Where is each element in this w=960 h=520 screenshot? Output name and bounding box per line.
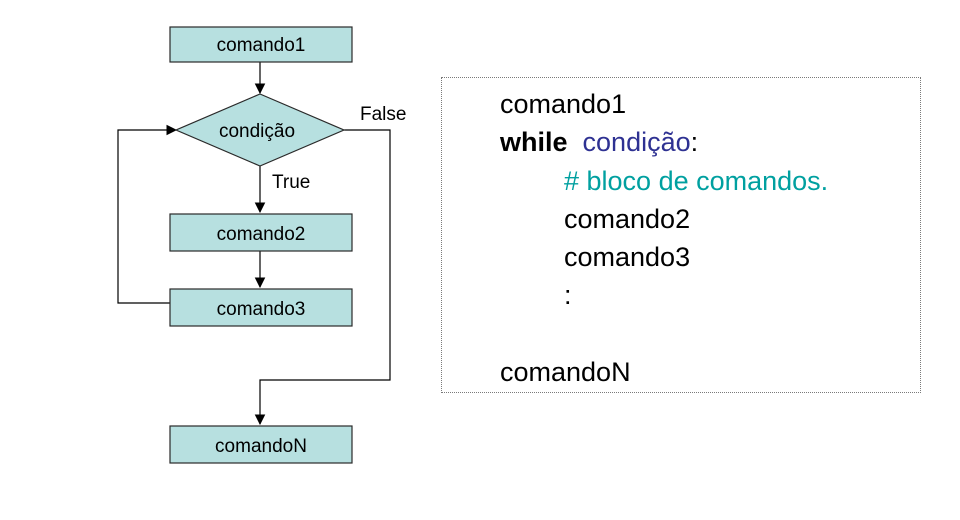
node-comandoN-label: comandoN [215, 436, 307, 457]
edge-label-true: True [272, 172, 310, 193]
while-keyword: while [500, 127, 568, 157]
while-spacer [568, 127, 583, 157]
edge-label-false: False [360, 104, 406, 125]
node-comando1-box [169, 26, 353, 63]
node-comando2-box [169, 213, 353, 252]
node-comandoN: comandoN [169, 425, 353, 464]
edge-loop-back [117, 124, 178, 304]
node-condicao-diamond [174, 93, 346, 167]
while-colon: : [690, 127, 699, 157]
code-line-while: while condição: [500, 126, 698, 158]
node-comando3-box [169, 288, 353, 327]
node-comando3: comando3 [169, 288, 353, 327]
code-line-comment: # bloco de comandos. [564, 166, 829, 196]
node-comando2-label: comando2 [217, 224, 306, 245]
code-line-comando2: comando2 [564, 204, 691, 234]
node-comando3-label: comando3 [217, 299, 306, 320]
node-comandoN-box [169, 425, 353, 464]
flowchart: comando1 condição comando2 comando3 coma… [117, 26, 406, 464]
code-panel: comando1 while condição: # bloco de coma… [441, 77, 921, 393]
node-comando2: comando2 [169, 213, 353, 252]
node-comando1-label: comando1 [217, 35, 306, 56]
node-comando1: comando1 [169, 26, 353, 63]
node-condicao: condição [174, 93, 346, 167]
code-line-comando1: comando1 [500, 89, 627, 119]
code-line-ellipsis: : [564, 280, 572, 310]
code-line-comando3: comando3 [564, 242, 691, 272]
while-condition: condição [582, 127, 691, 157]
node-condicao-label: condição [219, 121, 295, 142]
code-line-comandoN: comandoN [500, 357, 631, 387]
edge-false-to-comandoN [254, 129, 391, 426]
